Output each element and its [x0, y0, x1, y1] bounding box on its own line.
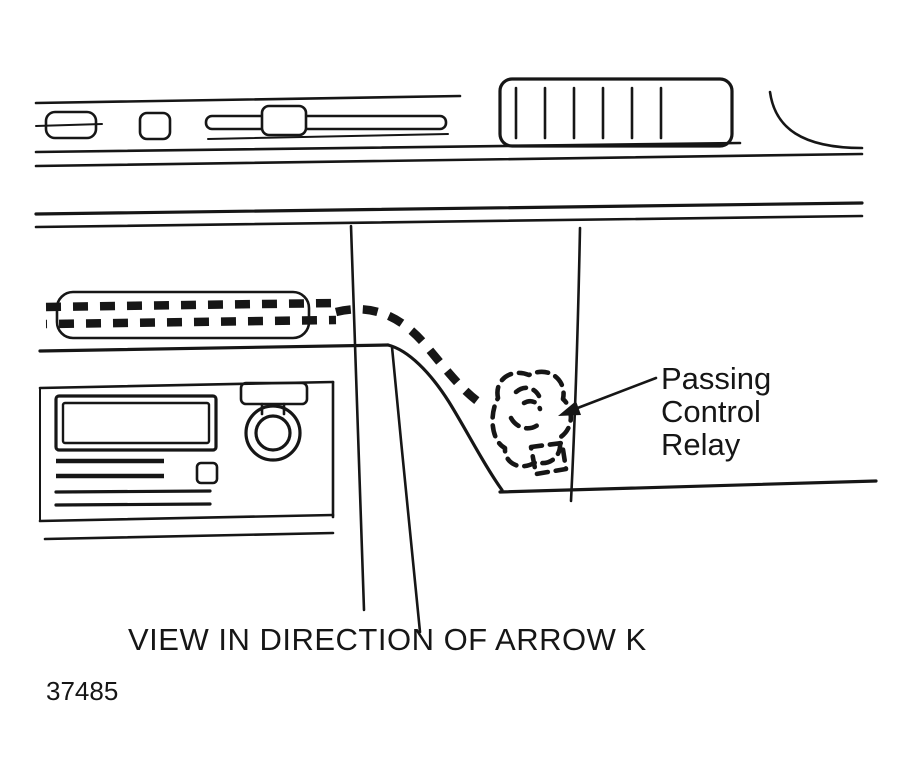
- relay-label-line-2: Control: [661, 394, 761, 429]
- slider-handle: [260, 104, 308, 137]
- knob-bracket: [239, 381, 309, 406]
- vent-grille: [498, 77, 734, 148]
- passing-control-relay-outline: [490, 369, 574, 477]
- harness-hatch-row: [45, 315, 337, 329]
- seam-line-center: [390, 345, 422, 634]
- dash-top-trim: [34, 90, 864, 168]
- relay-detail-line: [508, 415, 543, 431]
- radio-display-outer: [54, 394, 218, 452]
- lower-shelf-line: [498, 479, 878, 494]
- trim-clip-left: [44, 110, 98, 140]
- control-knob: [239, 381, 309, 462]
- figure-number: 37485: [46, 676, 118, 706]
- recess-curve: [386, 343, 504, 492]
- relay-label-line-3: Relay: [661, 427, 741, 462]
- arrow-head: [558, 401, 581, 416]
- callout-arrow: [558, 376, 658, 416]
- dash-seam-lines: [349, 224, 582, 634]
- harness-hatch-row: [45, 298, 337, 312]
- relay-body-outline: [490, 369, 574, 469]
- relay-label-line-1: Passing: [661, 361, 771, 396]
- relay-detail-line: [513, 385, 542, 399]
- wiring-harness: [45, 290, 483, 407]
- dash-top-lower-line: [34, 152, 864, 168]
- right-corner-curve: [768, 90, 864, 150]
- radio-small-button: [195, 461, 219, 485]
- relay-connector-outline: [528, 440, 569, 477]
- seam-line-left: [349, 224, 366, 612]
- dash-edge-line-upper: [34, 201, 864, 216]
- dash-upper-edge: [34, 201, 864, 229]
- relay-detail-line: [521, 398, 543, 412]
- vent-grille-frame: [498, 77, 734, 148]
- trim-top-edge-line: [34, 94, 462, 105]
- radio-trim-line: [54, 489, 212, 494]
- arrow-shaft: [573, 376, 658, 411]
- slider-track: [204, 114, 448, 131]
- panel-lower-line: [43, 531, 335, 541]
- trim-clip-small: [138, 111, 172, 141]
- radio-panel: [38, 380, 335, 541]
- harness-conduit-outline: [55, 290, 311, 340]
- radio-panel-bottom-line: [38, 513, 335, 523]
- dash-front-edge: [38, 343, 878, 494]
- relay-label: Passing Control Relay: [661, 361, 771, 462]
- radio-trim-line: [54, 502, 212, 507]
- knob-inner-ring: [254, 414, 292, 452]
- slider-lower-line: [207, 133, 449, 140]
- dash-edge-line-lower: [34, 214, 864, 229]
- front-edge-line: [38, 343, 390, 353]
- radio-display-inner: [61, 401, 211, 445]
- seam-line-right: [569, 226, 582, 503]
- knob-outer-ring: [244, 404, 302, 462]
- harness-hidden-run: [334, 305, 483, 407]
- view-caption: VIEW IN DIRECTION OF ARROW K: [128, 622, 647, 657]
